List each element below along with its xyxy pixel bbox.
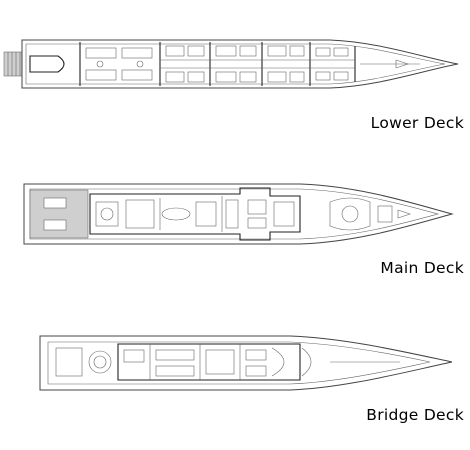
main-superstructure [89,187,301,241]
engine-room [85,47,153,81]
lower-inner-hull [25,43,446,85]
bridge-aft-lounge [55,347,112,377]
main-deck-drawing [23,183,454,245]
lower-cabins [165,45,349,83]
wheelhouse-console [301,347,400,377]
lower-bulkheads [79,42,356,86]
lower-corridor [160,59,355,69]
lower-deck-drawing [3,39,459,89]
bridge-superstructure [117,343,301,381]
bridge-deck-label: Bridge Deck [366,406,464,424]
lower-hull-outline [21,39,459,89]
main-deck-plan: Main Deck [0,170,470,280]
bridge-inner-hull [47,341,431,385]
main-deck-label: Main Deck [380,259,464,277]
aft-deck-furniture [43,197,67,231]
bridge-hull-outline [39,335,453,391]
swim-platform [3,51,25,77]
foredeck [329,197,411,231]
aft-deck [29,189,89,239]
bridge-deck-drawing [39,335,453,391]
lower-deck-label: Lower Deck [370,114,464,132]
bridge-deck-plan: Bridge Deck [0,318,470,430]
lower-deck-plan: Lower Deck [0,20,470,135]
bridge-interior [123,344,285,380]
tender-garage [29,55,65,73]
lower-bow-details [360,59,420,69]
saloon-furniture [95,196,295,232]
main-inner-hull [29,188,440,240]
swim-platform-lines [7,52,21,76]
